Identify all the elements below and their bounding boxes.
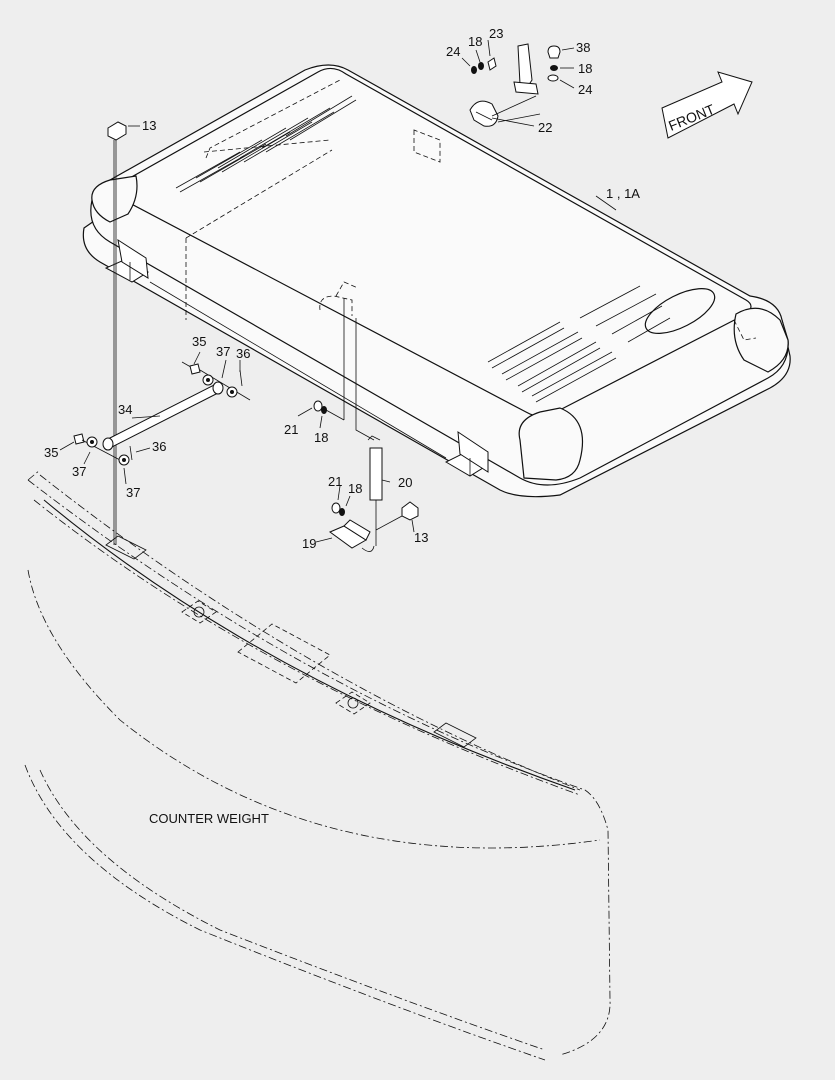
callout-18: 18 [468, 34, 482, 49]
callout-37: 37 [216, 344, 230, 359]
callout-21: 21 [284, 422, 298, 437]
leader-lines [59, 39, 617, 543]
latch-assembly [469, 43, 561, 127]
callout-38: 38 [576, 40, 590, 55]
stay-rod [73, 361, 251, 466]
front-direction-arrow: FRONT [661, 71, 753, 139]
callout-22: 22 [538, 120, 552, 135]
callout-37: 37 [72, 464, 86, 479]
callout-24: 24 [578, 82, 592, 97]
callout-13: 13 [414, 530, 428, 545]
callouts: 13 24 18 23 38 18 24 22 1 , 1A 35 37 36 … [44, 26, 640, 551]
counterweight: COUNTER WEIGHT [24, 469, 611, 1061]
callout-18: 18 [348, 481, 362, 496]
callout-19: 19 [302, 536, 316, 551]
callout-35: 35 [192, 334, 206, 349]
callout-37: 37 [126, 485, 140, 500]
gas-spring [313, 298, 419, 552]
callout-1-1a: 1 , 1A [606, 186, 640, 201]
callout-35: 35 [44, 445, 58, 460]
bolt-13-upper [107, 121, 127, 545]
callout-23: 23 [489, 26, 503, 41]
callout-24: 24 [446, 44, 460, 59]
callout-18: 18 [314, 430, 328, 445]
callout-13: 13 [142, 118, 156, 133]
counterweight-label: COUNTER WEIGHT [149, 811, 269, 826]
hood-hinge-left [104, 238, 150, 283]
engine-hood [82, 64, 791, 498]
hood-hinge-right [444, 431, 489, 477]
callout-36: 36 [236, 346, 250, 361]
callout-34: 34 [118, 402, 132, 417]
callout-18: 18 [578, 61, 592, 76]
callout-20: 20 [398, 475, 412, 490]
callout-36: 36 [152, 439, 166, 454]
callout-21: 21 [328, 474, 342, 489]
